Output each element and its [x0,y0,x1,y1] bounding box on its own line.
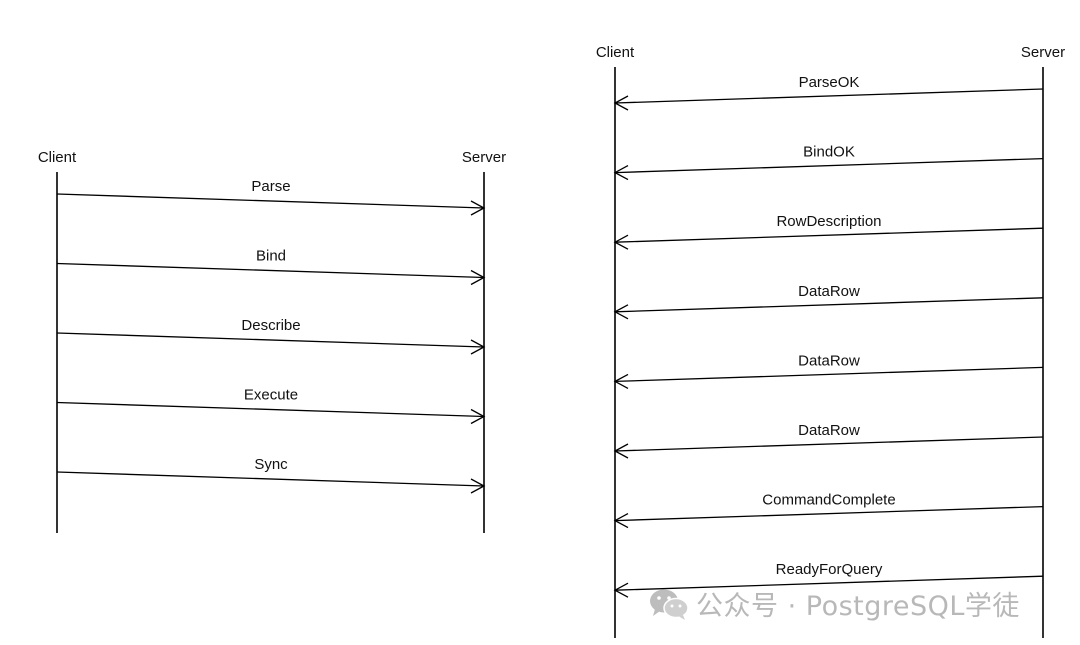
left-message: Execute [56,387,486,425]
right-arrowhead [613,165,629,181]
right-message-arrow [614,297,1044,313]
right-message-arrow [614,157,1044,174]
left-message-arrow [56,193,485,209]
right-message-label: BindOK [803,144,855,161]
right-arrowhead [613,443,629,459]
right-message-arrow [614,227,1044,243]
right-client-label: Client [596,44,635,61]
right-message-label: RowDescription [776,213,881,230]
left-client-label: Client [38,149,77,166]
right-message-label: ParseOK [799,74,860,91]
left-message-arrow [56,332,485,348]
right-message: DataRow [613,422,1044,459]
left-message-label: Describe [241,317,300,334]
left-message-label: Sync [254,456,288,473]
right-arrowhead [613,582,629,598]
right-arrowhead [613,95,629,111]
left-message: Describe [56,317,486,355]
left-arrowhead [470,339,486,355]
left-message-label: Parse [251,178,290,195]
right-message-label: DataRow [798,283,860,300]
right-message-arrow [614,88,1044,104]
right-message: DataRow [613,283,1044,320]
right-message: RowDescription [613,213,1044,250]
right-message: ParseOK [613,74,1044,111]
right-message: BindOK [613,144,1044,181]
right-message-label: DataRow [798,422,860,439]
right-message-label: ReadyForQuery [776,561,883,578]
right-message-arrow [614,436,1044,452]
right-arrowhead [613,304,629,320]
left-message: Parse [56,178,486,216]
right-arrowhead [613,234,629,250]
left-arrowhead [470,408,486,425]
right-message: CommandComplete [613,492,1044,529]
right-message: ReadyForQuery [613,561,1044,598]
watermark-text: 公众号 · PostgreSQL学徒 [696,591,1020,622]
right-message-arrow [614,505,1044,522]
left-server-label: Server [462,149,506,166]
right-message-arrow [614,366,1044,383]
right-server-label: Server [1021,44,1065,61]
left-message-label: Execute [244,387,298,404]
left-arrowhead [470,478,486,494]
wechat-icon [650,589,689,620]
watermark: 公众号 · PostgreSQL学徒 [648,584,1020,623]
left-message: Bind [56,248,486,286]
left-message-label: Bind [256,248,286,265]
left-arrowhead [470,269,486,286]
right-message-list: ParseOKBindOKRowDescriptionDataRowDataRo… [613,74,1044,598]
left-message-arrow [56,262,485,279]
right-message-arrow [614,575,1044,591]
right-arrowhead [613,513,629,529]
left-arrowhead [470,200,486,216]
right-message-label: DataRow [798,352,860,369]
left-message-arrow [56,401,485,418]
right-message-label: CommandComplete [762,492,895,509]
left-sequence-diagram: Client Server ParseBindDescribeExecuteSy… [38,149,506,533]
left-message: Sync [56,456,486,494]
right-arrowhead [613,373,629,389]
right-sequence-diagram: Client Server ParseOK BindOK RowDescriptio… [596,44,1065,638]
right-message: DataRow [613,352,1044,389]
left-message-arrow [56,471,485,487]
